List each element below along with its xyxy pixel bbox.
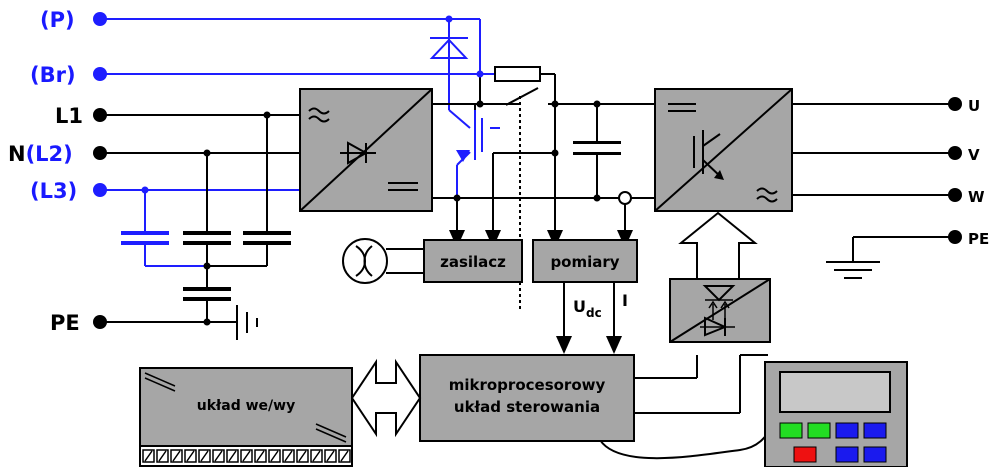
keypad-button bbox=[863, 422, 887, 439]
controller-label-line1: mikroprocesorowy bbox=[449, 376, 606, 394]
io-terminal bbox=[296, 449, 309, 463]
ground-right-icon bbox=[826, 261, 880, 279]
terminal-p-label: (P) bbox=[40, 8, 75, 32]
io-block bbox=[139, 367, 353, 467]
io-terminal-strip bbox=[142, 449, 351, 463]
keypad-button bbox=[779, 422, 803, 439]
io-terminal bbox=[324, 449, 337, 463]
io-terminal bbox=[212, 449, 225, 463]
terminal-l1-label: L1 bbox=[55, 104, 83, 128]
measurement-block bbox=[532, 239, 638, 283]
io-terminal bbox=[240, 449, 253, 463]
power-supply-label: zasilacz bbox=[440, 253, 506, 271]
io-terminal bbox=[156, 449, 169, 463]
io-terminal bbox=[310, 449, 323, 463]
gate-drive-arrow bbox=[678, 211, 758, 278]
keypad-buttons bbox=[779, 422, 887, 463]
terminal-w-label: W bbox=[968, 188, 985, 206]
blue-capacitor bbox=[121, 231, 169, 245]
terminal-pe-left-label: PE bbox=[50, 311, 80, 335]
keypad-button bbox=[835, 446, 859, 463]
filter-capacitors bbox=[183, 141, 621, 301]
terminal-pe-right-label: PE bbox=[968, 230, 989, 248]
power-supply-block bbox=[423, 239, 523, 283]
current-signal-label: I bbox=[622, 291, 628, 310]
optocoupler-block bbox=[669, 278, 771, 343]
black-wiring bbox=[100, 73, 955, 414]
udc-signal-label: Udc bbox=[573, 297, 602, 320]
io-terminal bbox=[254, 449, 267, 463]
terminal-v-label: V bbox=[968, 146, 980, 164]
ground-left-icon bbox=[236, 305, 258, 340]
measurement-label: pomiary bbox=[550, 253, 619, 271]
io-terminal bbox=[226, 449, 239, 463]
io-terminal bbox=[338, 449, 351, 463]
terminal-n-label: N(L2) bbox=[8, 142, 73, 166]
measurement-signals bbox=[449, 230, 633, 354]
junctions bbox=[203, 100, 601, 326]
inverter-block bbox=[654, 88, 793, 212]
keypad-button bbox=[863, 446, 887, 463]
freewheel-diode bbox=[429, 37, 469, 59]
io-terminal bbox=[184, 449, 197, 463]
keypad-button bbox=[793, 446, 817, 463]
io-label: układ we/wy bbox=[197, 398, 295, 414]
io-terminal bbox=[170, 449, 183, 463]
current-sensor-icon bbox=[618, 191, 632, 205]
brake-transistor-arrow bbox=[456, 150, 470, 162]
rectifier-block bbox=[299, 88, 433, 212]
terminal-br-label: (Br) bbox=[30, 63, 76, 87]
io-terminal bbox=[198, 449, 211, 463]
keypad-button bbox=[835, 422, 859, 439]
io-bidirectional-arrow bbox=[350, 358, 422, 438]
keypad-button bbox=[807, 422, 831, 439]
io-terminal bbox=[282, 449, 295, 463]
fan-icon bbox=[342, 238, 388, 284]
brake-resistor bbox=[494, 66, 541, 82]
blue-junctions bbox=[141, 15, 484, 194]
terminals bbox=[93, 12, 962, 329]
io-terminal bbox=[142, 449, 155, 463]
io-terminal bbox=[268, 449, 281, 463]
terminal-l3-label: (L3) bbox=[30, 179, 77, 203]
controller-label-line2: układ sterowania bbox=[454, 398, 600, 416]
terminal-u-label: U bbox=[968, 97, 980, 115]
